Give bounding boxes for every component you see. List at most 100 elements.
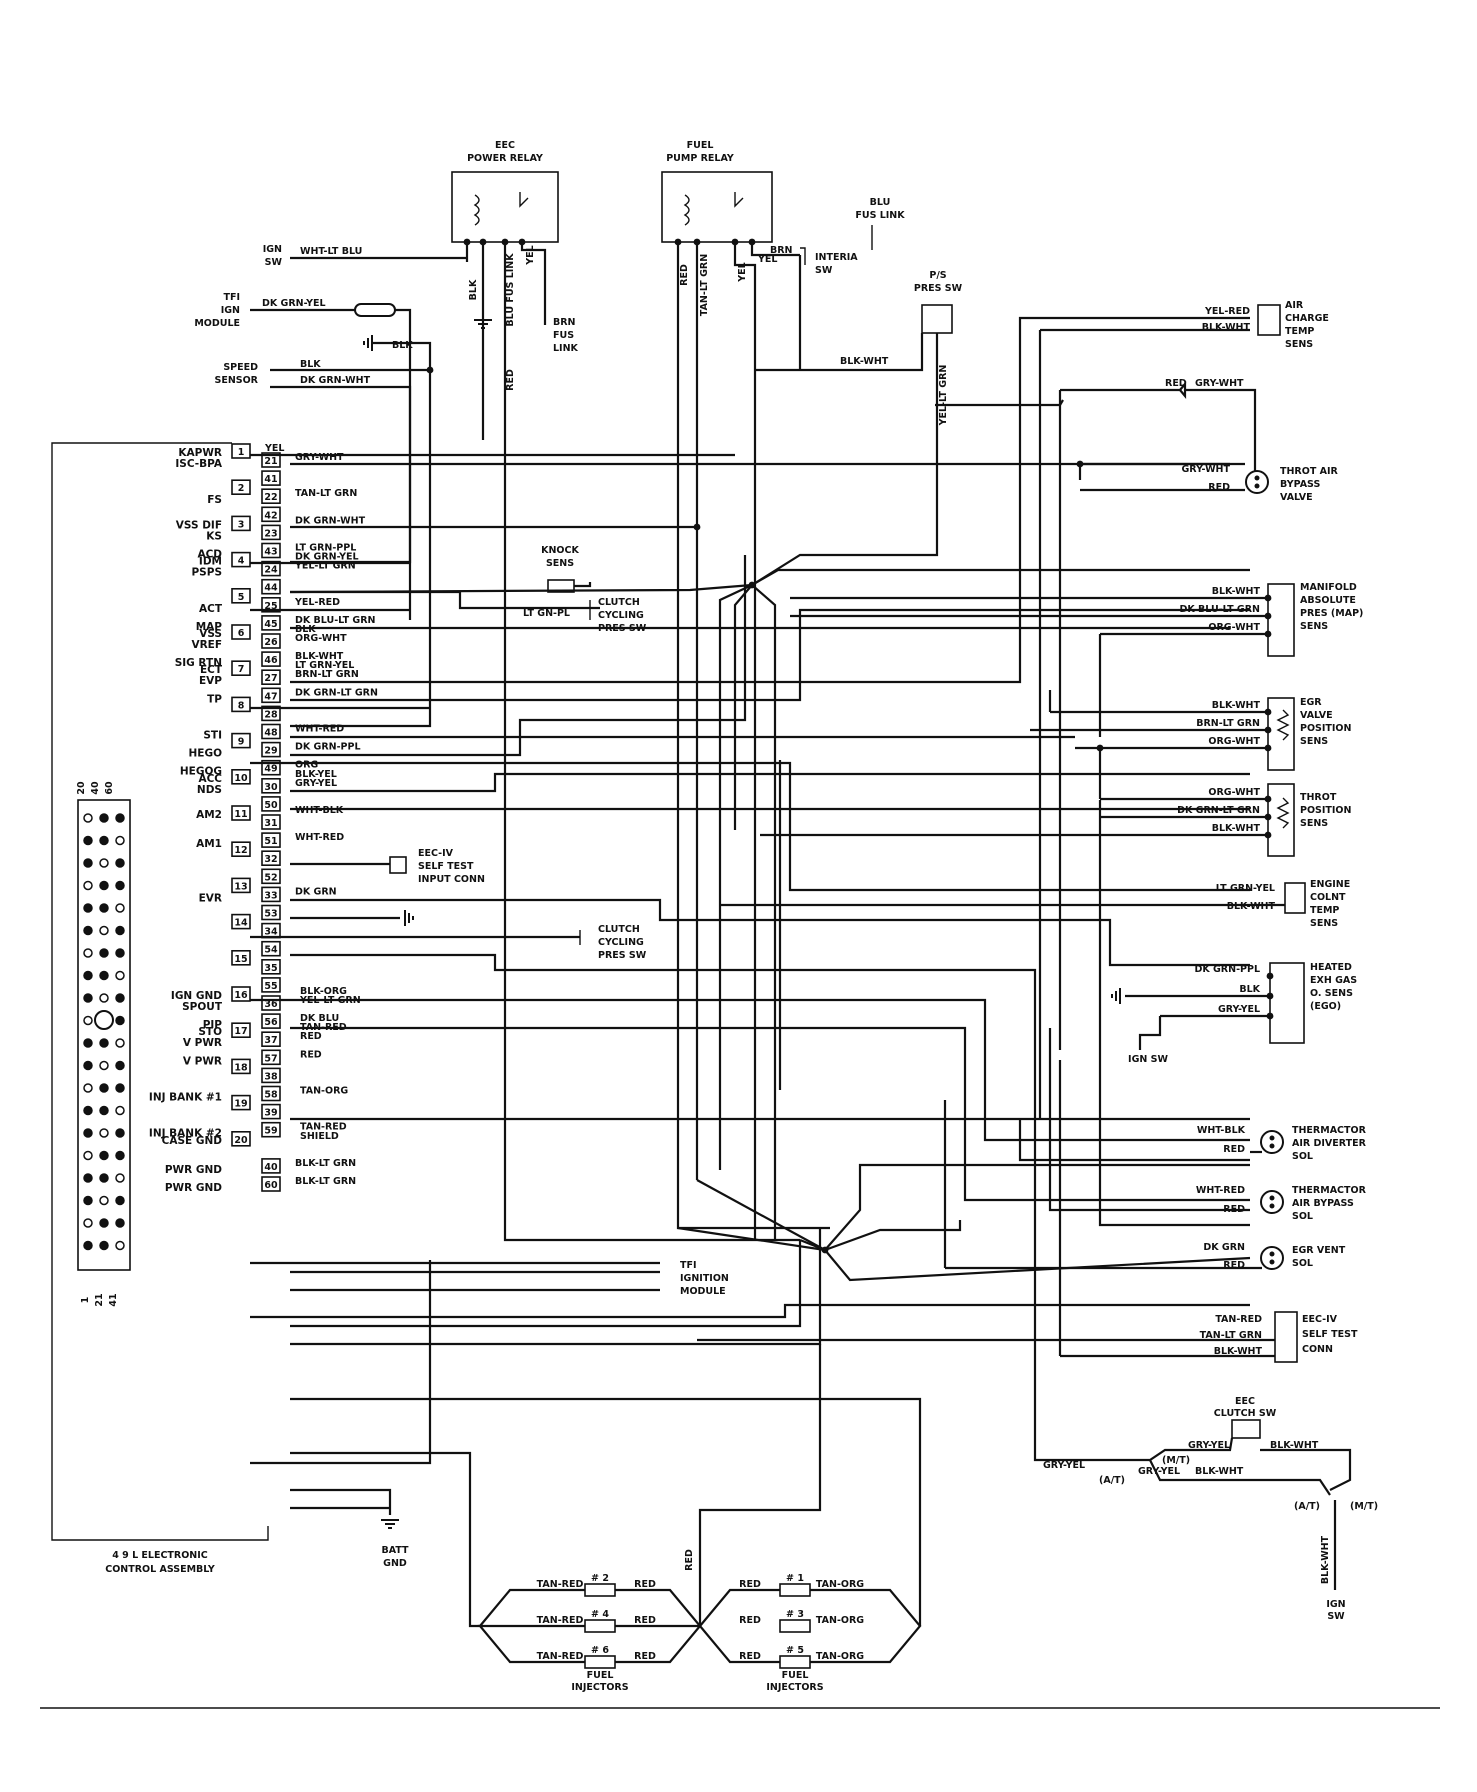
ecu-pin-number: 20 (234, 1135, 248, 1146)
ecu-pin-number: 11 (234, 809, 247, 820)
connector-pin-icon (115, 948, 125, 958)
wire (290, 608, 1250, 702)
egr-position-sensor-label: POSITION (1300, 723, 1352, 734)
connector-pin-icon (99, 948, 109, 958)
injector-number: # 2 (591, 1573, 609, 1584)
wire-label: GRY-YEL (1043, 1460, 1085, 1471)
coolant-temp-sensor-label: ENGINE (1310, 879, 1350, 890)
wire-label: DK BLU-LT GRN (1180, 604, 1261, 615)
wire-label: RED (1223, 1144, 1245, 1155)
ecu-signal-label: IGN GND (171, 990, 222, 1002)
connector-pin-icon (99, 813, 109, 823)
ecu-pin-box (231, 877, 251, 894)
wire-label: BLK-LT GRN (295, 1176, 356, 1187)
wire-label: BLK-WHT (1202, 322, 1251, 333)
wire (250, 998, 1250, 1142)
thermactor-diverter-icon (1269, 1143, 1275, 1149)
wire (751, 568, 1250, 586)
battery-ground-label: BATT (381, 1545, 409, 1556)
ecu-signal-label: ACC (198, 773, 222, 785)
ecu-pin-box (231, 443, 251, 459)
connector-pin-icon (99, 1173, 109, 1183)
ecu-pin-number: 48 (264, 728, 278, 739)
ecu-signal-label: VSS DIF (176, 519, 222, 531)
ecu-signal-label: KAPWR (178, 447, 222, 459)
wire-label: BLK (1239, 984, 1260, 995)
connector-pin-icon (99, 1150, 109, 1161)
connector-number: 1 (80, 1297, 91, 1304)
ecu-signal-label: TP (207, 693, 222, 705)
wire (696, 1179, 826, 1251)
wire (1138, 1016, 1162, 1050)
ego-sensor-label: HEATED (1310, 962, 1352, 973)
ecu-pin-number: 51 (264, 836, 277, 847)
wire-label: (A/T) (1294, 1501, 1320, 1512)
connector-pin-icon (115, 970, 125, 981)
isc-valve-icon (1254, 483, 1260, 489)
splice-dot (518, 238, 526, 246)
ecu-pin-box (261, 1013, 281, 1029)
ecu-pin-number: 3 (238, 519, 245, 530)
wire (698, 1344, 822, 1626)
connector-pin-icon (83, 903, 93, 913)
ecu-signal-label: CASE GND (162, 1135, 223, 1147)
act-sensor (1257, 304, 1281, 336)
wire-label: GRY-YEL (1218, 1004, 1260, 1015)
relay-contact-icon (519, 192, 529, 208)
ecu-pin-box (261, 470, 281, 486)
injector-number: # 4 (591, 1609, 609, 1620)
ecu-pin-box (231, 1094, 251, 1111)
connector-pin-icon (83, 1240, 93, 1251)
ecu-pin-number: 31 (264, 818, 277, 829)
wire-label: ORG-WHT (1208, 736, 1260, 747)
wire (1048, 1028, 1250, 1212)
ecu-pin-number: 14 (234, 918, 248, 929)
egr-vent-label: EGR VENT (1292, 1245, 1346, 1256)
wire-label: BLK-YEL (295, 769, 337, 780)
ecu-signal-label: ACD (197, 549, 222, 561)
ign-switch-label: SW (265, 257, 283, 268)
thermactor-bypass-icon (1269, 1195, 1275, 1201)
ecu-pin-number: 8 (238, 700, 245, 711)
self-test-input-label: SELF TEST (418, 861, 474, 872)
ecu-pin-box (261, 452, 281, 468)
wire (755, 333, 924, 372)
fuel-injector-icon (584, 1583, 616, 1597)
ecu-pin-box (231, 624, 251, 640)
wire-label: GRY-WHT (295, 452, 344, 463)
ecu-signal-label: V PWR (183, 1037, 222, 1049)
clutch-cycling-switch-label: PRES SW (598, 950, 647, 961)
ecu-pin-number: 25 (264, 601, 277, 612)
wire (503, 242, 800, 1242)
connector-pin-icon (115, 1173, 125, 1183)
wire (290, 953, 1130, 1462)
wire (718, 584, 753, 1170)
wire-label: BLK-WHT (1212, 586, 1261, 597)
ecu-pin-box (261, 542, 281, 559)
ecu-signal-label: KS (206, 530, 222, 542)
ecu-pin-box (261, 524, 281, 541)
egr-vent-icon (1269, 1259, 1275, 1265)
wire-label: TAN-RED (1215, 1314, 1262, 1325)
ecu-pin-box (261, 1067, 281, 1084)
ecu-pin-box (231, 660, 251, 677)
wire-label: BLK-WHT (1195, 1466, 1244, 1477)
ecu-pin-box (261, 958, 281, 975)
ecu-pin-number: 43 (264, 547, 277, 558)
clutch-cycling-switch-label: PRES SW (598, 623, 647, 634)
ecu-pin-number: 57 (264, 1053, 277, 1064)
wire-label: (M/T) (1350, 1501, 1378, 1512)
ecu-pin-box (261, 904, 281, 921)
wire-label: LT GRN-YEL (1216, 883, 1275, 894)
ecu-pin-number: 38 (264, 1071, 278, 1082)
fuel-injectors-label: INJECTORS (571, 1682, 628, 1693)
connector-pin-icon (99, 1038, 109, 1048)
connector-number: 41 (108, 1293, 119, 1306)
fuse-link-label: BLU (870, 197, 891, 208)
wire-label: YEL-LT GRN (294, 561, 356, 572)
ecu-pin-number: 47 (264, 691, 277, 702)
egr-position-sensor (1267, 697, 1295, 771)
ecu-pin-box (261, 506, 281, 523)
ego-sensor-label: (EGO) (1310, 1001, 1341, 1012)
